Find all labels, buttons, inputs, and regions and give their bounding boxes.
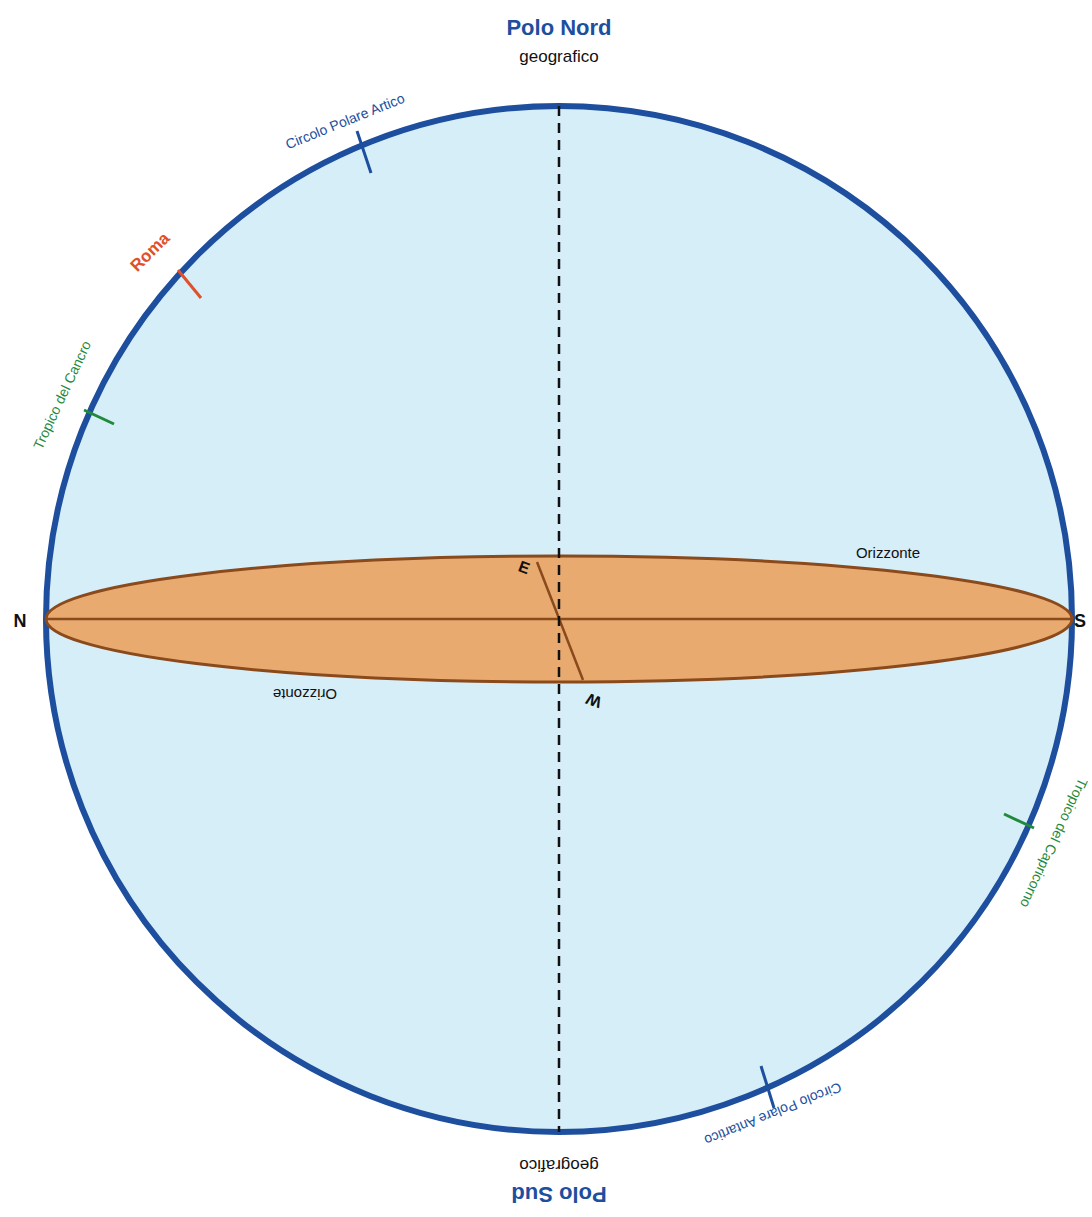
- cardinal-point: S: [1074, 612, 1086, 630]
- cardinal-point: N: [14, 612, 27, 630]
- roma-tick: [178, 270, 201, 298]
- polar-axis: [558, 106, 561, 1132]
- pole-name: Polo Sud: [511, 1183, 606, 1205]
- pole-sub: geografico: [519, 1157, 598, 1174]
- cancer-tick: [84, 410, 114, 424]
- arctic-tick: [357, 131, 371, 173]
- pole-name: Polo Nord: [506, 17, 611, 39]
- pole-sub: geografico: [519, 48, 598, 65]
- city-label: Roma: [127, 229, 172, 274]
- horizon-label: Orizzonte: [856, 545, 920, 560]
- horizon-label: Orizzonte: [273, 687, 337, 702]
- capricorn-tick: [1004, 814, 1034, 828]
- antarctic-tick: [761, 1066, 774, 1108]
- sphere-outline: [46, 106, 1072, 1132]
